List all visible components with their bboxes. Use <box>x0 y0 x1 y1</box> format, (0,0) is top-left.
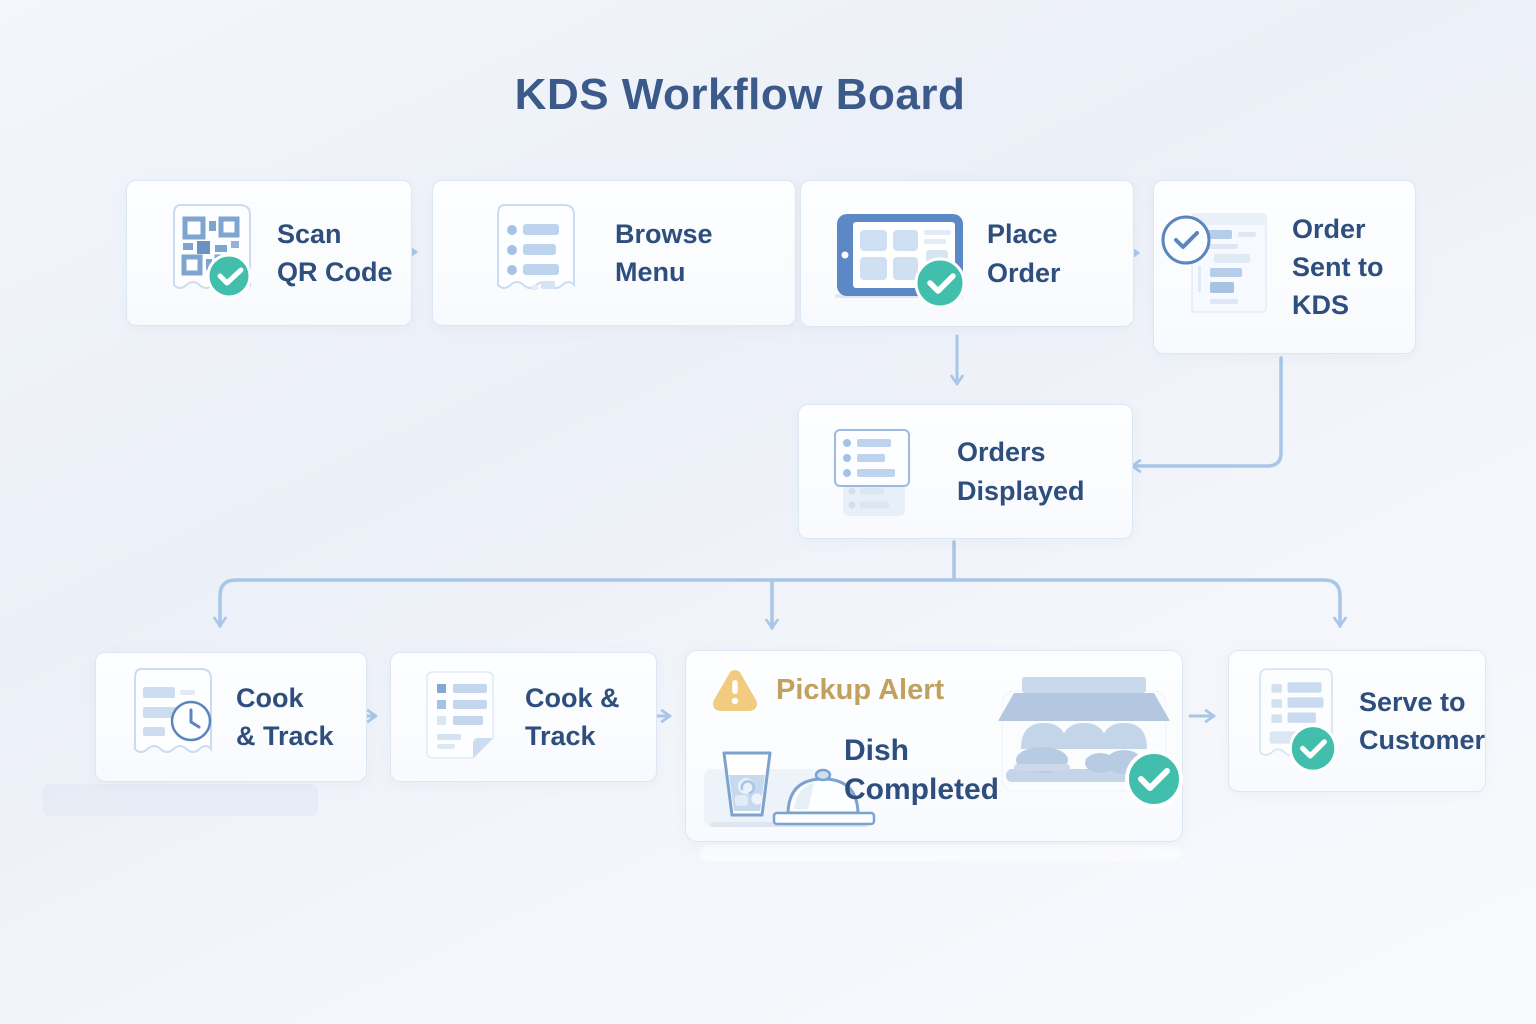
step-card-scan-qr-code: Scan QR Code <box>126 180 412 326</box>
step-label: Cook & Track <box>525 682 620 751</box>
check-badge-icon <box>1125 750 1183 808</box>
receipt-check-icon <box>1259 668 1338 773</box>
step-card-serve-to-customer: Serve to Customer <box>1228 650 1486 792</box>
step-label: Scan QR Code <box>277 218 393 287</box>
step-label: Cook & Track <box>236 682 334 751</box>
pickup-alert-label: Pickup Alert <box>776 673 945 706</box>
step-label: Place Order <box>987 219 1061 288</box>
step-card-order-sent-to-kds: Order Sent to KDS <box>1153 180 1416 354</box>
qr-code-receipt-icon <box>173 204 252 299</box>
receipt-clock-icon <box>134 668 212 753</box>
step-label: Order Sent to KDS <box>1292 213 1384 321</box>
step-card-cook-and-track-1: Cook & Track <box>95 652 367 782</box>
step-label: Serve to Customer <box>1358 686 1485 755</box>
order-ticket-check-icon <box>1161 213 1267 313</box>
step-card-orders-displayed: Orders Displayed <box>798 404 1133 539</box>
branch-to-cook-track-1 <box>213 578 956 628</box>
tablet-order-icon <box>835 213 966 308</box>
step-card-cook-and-track-2: Cook & Track <box>390 652 657 782</box>
food-display-case-icon <box>998 677 1183 808</box>
page-title: KDS Workflow Board <box>514 70 966 119</box>
drink-and-cloche-icon <box>704 751 876 827</box>
step-label: Orders Displayed <box>957 437 1085 506</box>
step-label: Browse Menu <box>615 218 713 287</box>
elbow-kds-to-orders-displayed <box>1130 356 1283 473</box>
pickup-alert-header: Pickup Alert <box>710 667 944 713</box>
step-card-browse-menu: Browse Menu <box>432 180 796 326</box>
warning-triangle-icon <box>713 670 757 711</box>
background-band <box>700 845 1180 861</box>
step-card-place-order: Place Order <box>800 180 1134 327</box>
dish-completed-label: Dish Completed <box>844 734 1000 806</box>
menu-receipt-icon <box>497 204 575 290</box>
orders-list-stack-icon <box>834 428 910 516</box>
step-card-pickup-alert: Pickup Alert Dish Completed <box>685 650 1183 842</box>
background-band <box>42 784 318 816</box>
document-list-icon <box>426 671 494 759</box>
branch-to-serve-customer <box>952 578 1347 628</box>
